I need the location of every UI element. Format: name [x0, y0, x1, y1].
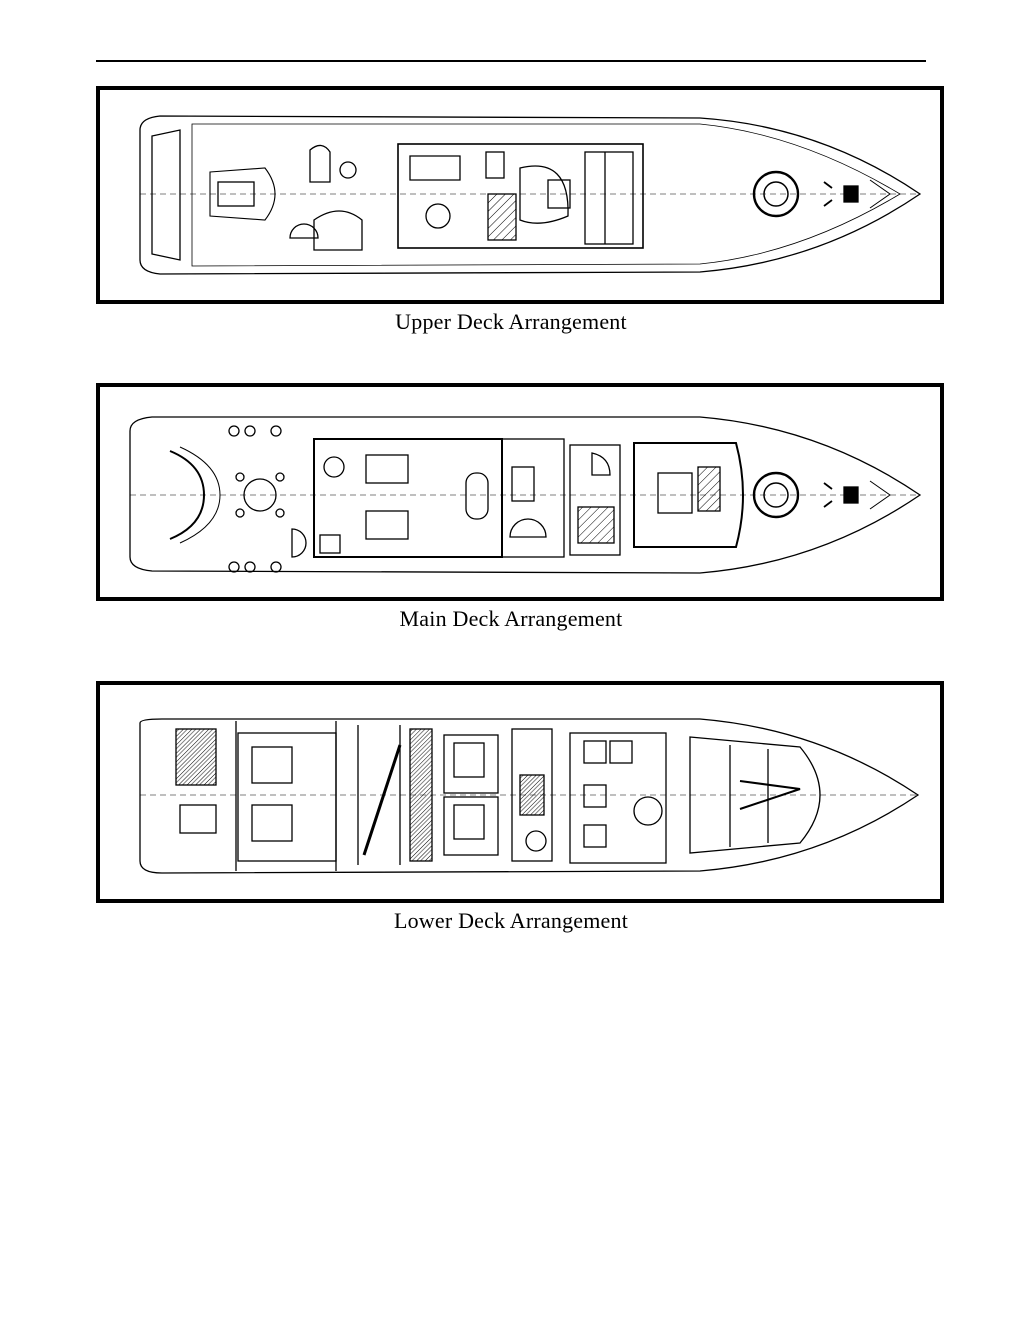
upper-deck-hull	[139, 115, 922, 275]
guest-cabin-aft	[443, 734, 499, 794]
main-deck-caption: Main Deck Arrangement	[399, 606, 623, 631]
guest-cabin-forward	[569, 732, 667, 864]
upper-deck-caption: Upper Deck Arrangement	[395, 309, 627, 334]
lower-deck-hull	[139, 718, 920, 874]
tender-shape	[209, 167, 276, 221]
main-deck-drawing	[129, 416, 922, 574]
foredeck-circle	[752, 170, 800, 218]
engine-room-outline	[237, 732, 337, 862]
upper-deck-frame	[96, 86, 944, 304]
sky-lounge-outline	[397, 143, 644, 249]
main-foredeck-circle	[752, 471, 800, 519]
master-suite-outline	[633, 442, 744, 548]
lower-deck-caption: Lower Deck Arrangement	[393, 908, 629, 933]
lower-deck-drawing	[139, 718, 920, 874]
header-rule	[96, 60, 926, 62]
upper-deck-drawing	[139, 115, 922, 275]
lower-deck-frame	[96, 681, 944, 903]
main-deck-hull	[129, 416, 922, 574]
main-deck-frame	[96, 383, 944, 601]
